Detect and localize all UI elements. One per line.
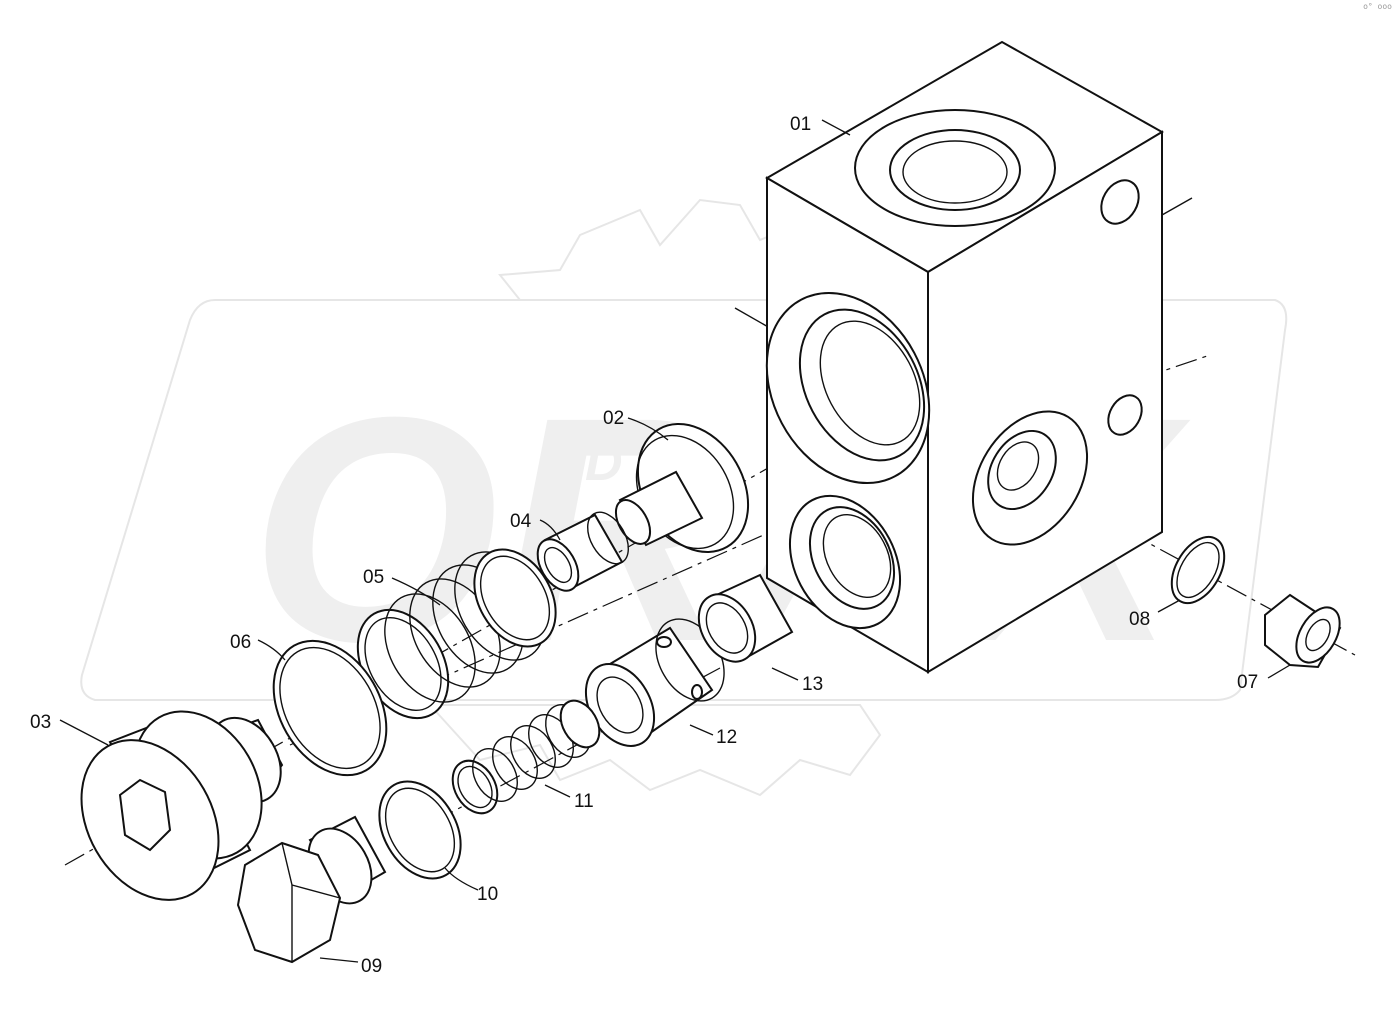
callout-01: 01 — [790, 114, 811, 135]
callout-07: 07 — [1237, 672, 1258, 693]
callout-02: 02 — [603, 408, 624, 429]
callout-05: 05 — [363, 567, 384, 588]
part-09-hex-plug[interactable] — [236, 815, 387, 964]
side-port-upper — [1100, 179, 1140, 225]
side-port-lower — [1107, 394, 1143, 436]
callout-03: 03 — [30, 712, 51, 733]
part-12-seat[interactable] — [572, 607, 738, 758]
callout-12: 12 — [716, 727, 737, 748]
part-03-hex-socket-plug[interactable] — [54, 688, 295, 924]
part-08-o-ring[interactable] — [1161, 528, 1235, 612]
part-05-large-spring[interactable] — [339, 535, 572, 734]
callout-13: 13 — [802, 674, 823, 695]
part-13-spacer-ring[interactable] — [687, 573, 794, 672]
part-06-large-o-ring[interactable] — [251, 621, 410, 796]
watermark-small-text: D — [585, 434, 623, 492]
part-10-small-o-ring[interactable] — [363, 767, 477, 893]
block-side-face — [927, 130, 1163, 674]
leader-lines — [59, 119, 1291, 963]
top-port-bore — [889, 129, 1021, 211]
part-07-small-plug[interactable] — [1264, 593, 1349, 670]
callout-08: 08 — [1129, 609, 1150, 630]
part-01-valve-block[interactable] — [735, 40, 1164, 674]
part-02-poppet[interactable] — [609, 404, 770, 572]
part-04-sleeve[interactable] — [529, 505, 636, 597]
callout-10: 10 — [477, 884, 498, 905]
callout-09: 09 — [361, 956, 382, 977]
callout-11: 11 — [574, 791, 594, 812]
corner-mark: o° ooo — [1363, 2, 1392, 11]
part-11-small-spring[interactable] — [444, 694, 608, 821]
callout-04: 04 — [510, 511, 532, 532]
callout-labels: 01 02 03 04 05 06 07 08 09 10 11 12 13 — [30, 114, 1258, 977]
callout-06: 06 — [230, 632, 251, 653]
